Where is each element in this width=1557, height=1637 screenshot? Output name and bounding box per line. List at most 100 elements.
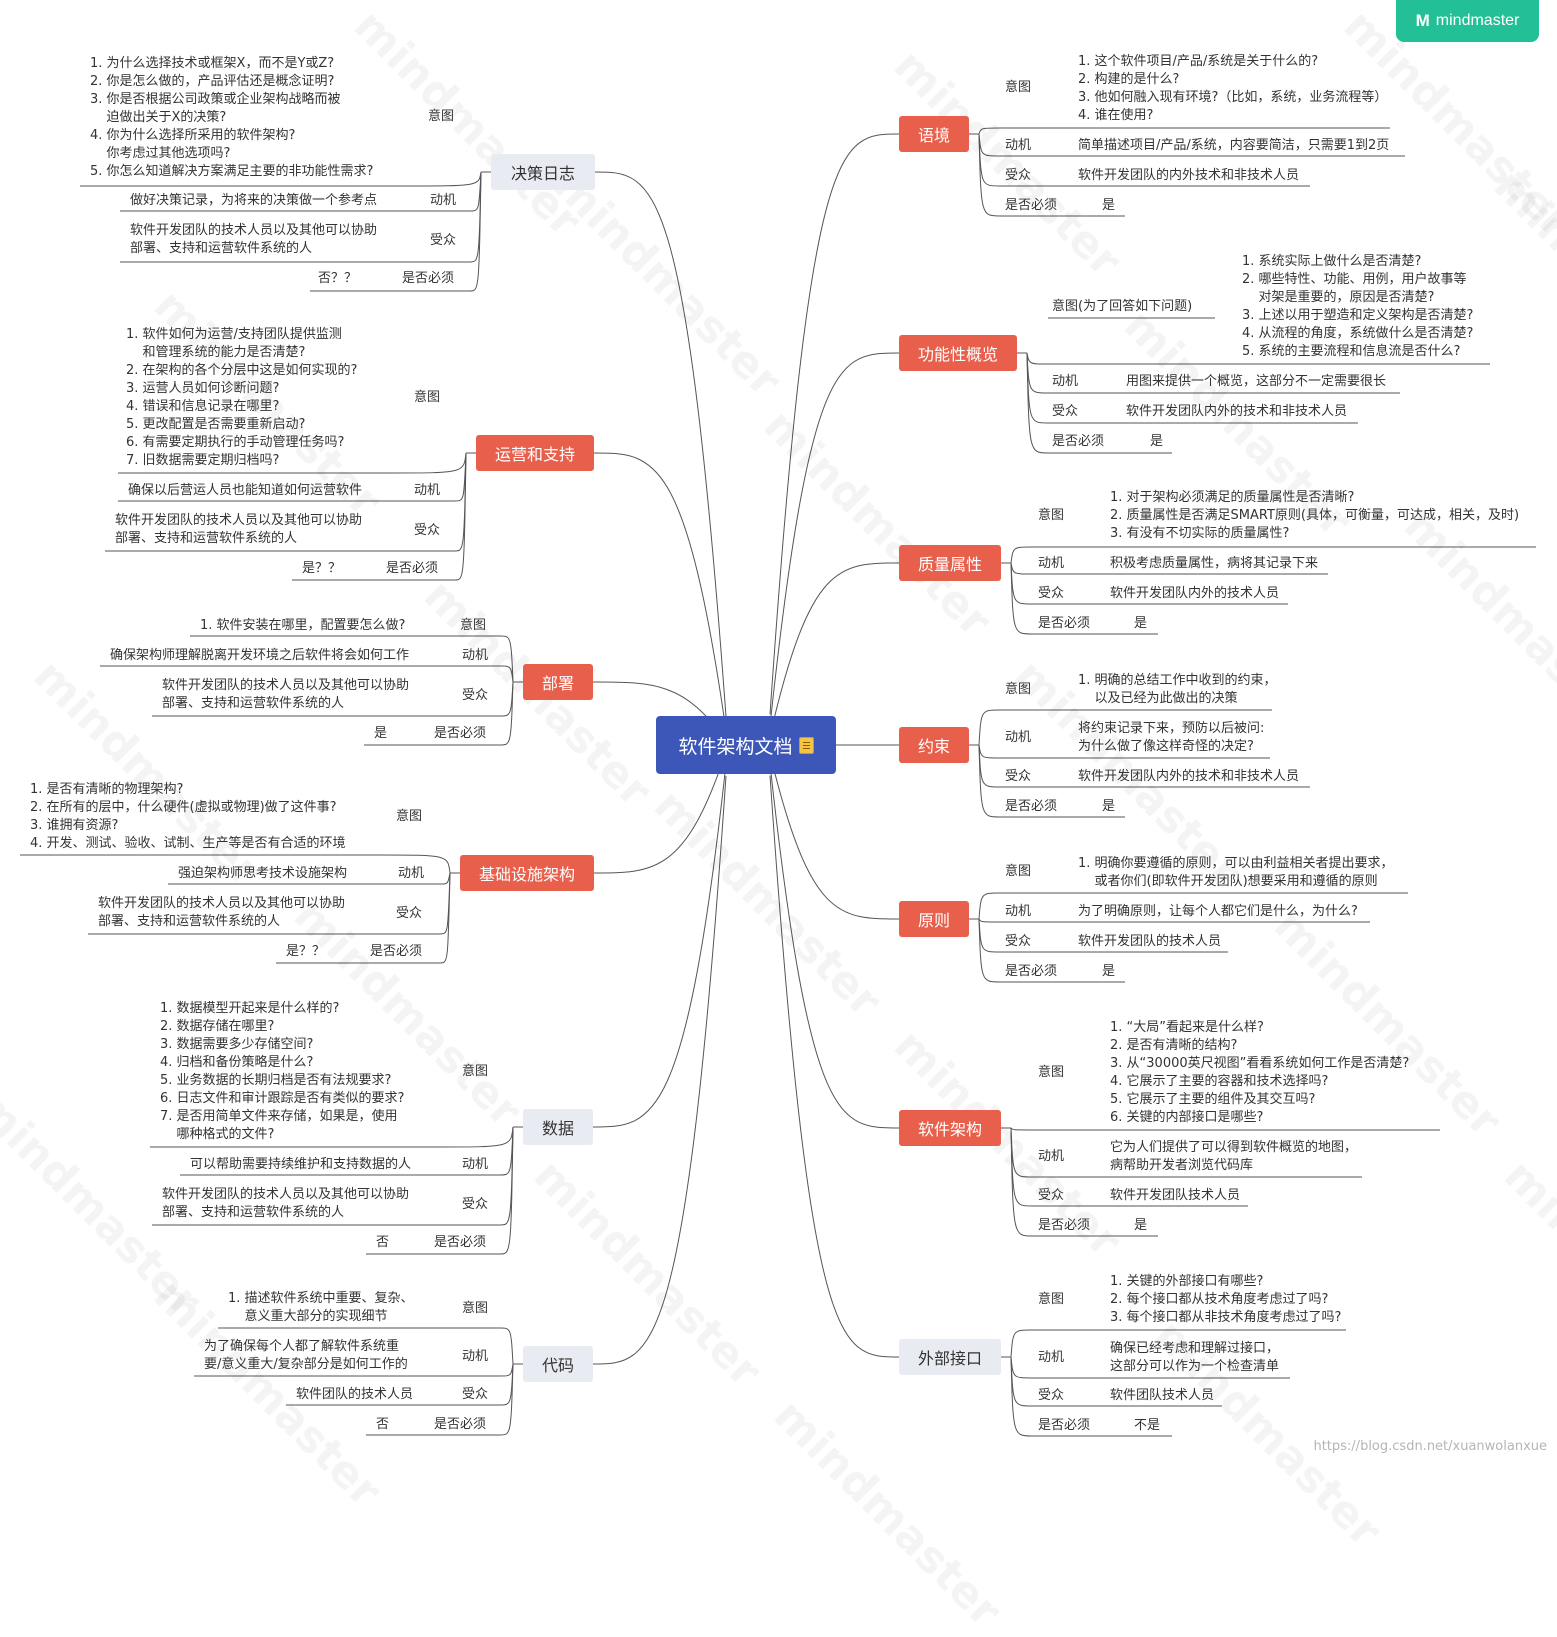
deployment-audience-label: 受众 [462,688,489,703]
context-motive-text: 简单描述项目/产品/系统，内容要简洁，只需要1到2页 [1078,138,1390,153]
topic-constraints[interactable]: 约束 [899,727,969,763]
external-required-text: 不是 [1134,1418,1161,1433]
constraints-audience-text: 软件开发团队内外的技术和非技术人员 [1078,769,1300,784]
functional-intent-label: 意图(为了回答如下问题) [1052,299,1193,314]
data-audience-text: 软件开发团队的技术人员以及其他可以协助 部署、支持和运营软件系统的人 [162,1187,410,1220]
topic-operations[interactable]: 运营和支持 [476,435,594,471]
constraints-intent-label: 意图 [1005,682,1032,697]
quality-required-text: 是 [1134,616,1148,631]
topic-quality[interactable]: 质量属性 [899,545,1001,581]
architecture-intent-label: 意图 [1038,1065,1065,1080]
deployment-audience-text: 软件开发团队的技术人员以及其他可以协助 部署、支持和运营软件系统的人 [162,678,410,711]
topic-data[interactable]: 数据 [523,1109,593,1145]
context-intent-text: 1. 这个软件项目/产品/系统是关于什么的? 2. 构建的是什么? 3. 他如何… [1078,54,1388,123]
code-motive-label: 动机 [462,1349,489,1364]
infrastructure-required-label: 是否必须 [370,944,423,959]
topic-context[interactable]: 语境 [899,116,969,152]
functional-motive-text: 用图来提供一个概览，这部分不一定需要很长 [1126,374,1387,389]
central-topic[interactable]: 软件架构文档 [656,716,836,774]
quality-motive-text: 积极考虑质量属性，病将其记录下来 [1110,556,1319,571]
code-audience-text: 软件团队的技术人员 [296,1387,414,1402]
principles-motive-text: 为了明确原则，让每个人都它们是什么，为什么? [1078,904,1358,919]
decision-log-motive-text: 做好决策记录，为将来的决策做一个参考点 [130,193,378,208]
quality-audience-text: 软件开发团队内外的技术人员 [1110,586,1280,601]
code-audience-label: 受众 [462,1387,489,1402]
topic-infrastructure[interactable]: 基础设施架构 [460,855,594,891]
topic-code[interactable]: 代码 [523,1346,593,1382]
infrastructure-intent-label: 意图 [396,809,423,824]
topic-decision-log[interactable]: 决策日志 [491,154,595,190]
functional-intent-text: 1. 系统实际上做什么是否清楚? 2. 哪些特性、功能、用例，用户故事等 对架是… [1242,254,1474,359]
principles-required-text: 是 [1102,964,1116,979]
context-required-label: 是否必须 [1005,198,1058,213]
code-intent-text: 1. 描述软件系统中重要、复杂、 意义重大部分的实现细节 [228,1291,414,1324]
quality-intent-text: 1. 对于架构必须满足的质量属性是否清晰? 2. 质量属性是否满足SMART原则… [1110,490,1520,541]
infrastructure-intent-text: 1. 是否有清晰的物理架构? 2. 在所有的层中，什么硬件(虚拟或物理)做了这件… [30,782,346,851]
infrastructure-audience-label: 受众 [396,906,423,921]
deployment-required-label: 是否必须 [434,726,487,741]
architecture-motive-label: 动机 [1038,1149,1065,1164]
infrastructure-motive-text: 强迫架构师思考技术设施架构 [178,866,348,881]
decision-log-required-label: 是否必须 [402,271,455,286]
functional-motive-label: 动机 [1052,374,1079,389]
context-required-text: 是 [1102,198,1116,213]
infrastructure-required-text: 是？？ [286,944,326,959]
external-intent-text: 1. 关键的外部接口有哪些? 2. 每个接口都从技术角度考虑过了吗? 3. 每个… [1110,1274,1342,1325]
data-motive-label: 动机 [462,1157,489,1172]
decision-log-intent-label: 意图 [428,109,455,124]
operations-motive-text: 确保以后营运人员也能知道如何运营软件 [128,483,363,498]
mindmaster-logo-icon: M [1415,11,1430,30]
deployment-intent-label: 意图 [460,618,487,633]
infrastructure-audience-text: 软件开发团队的技术人员以及其他可以协助 部署、支持和运营软件系统的人 [98,896,346,929]
mindmaster-logo[interactable]: M mindmaster [1396,0,1539,42]
constraints-required-text: 是 [1102,799,1116,814]
architecture-intent-text: 1. “大局”看起来是什么样? 2. 是否有清晰的结构? 3. 从“30000英… [1110,1020,1410,1125]
context-audience-label: 受众 [1005,168,1032,183]
decision-log-audience-label: 受众 [430,233,457,248]
functional-required-text: 是 [1150,434,1164,449]
decision-log-motive-label: 动机 [430,193,457,208]
central-topic-title: 软件架构文档 [678,735,793,758]
deployment-required-text: 是 [374,726,388,741]
data-audience-label: 受众 [462,1197,489,1212]
architecture-audience-label: 受众 [1038,1188,1065,1203]
architecture-motive-text: 它为人们提供了可以得到软件概览的地图， 病帮助开发者浏览代码库 [1110,1140,1358,1173]
context-intent-label: 意图 [1005,80,1032,95]
quality-required-label: 是否必须 [1038,616,1091,631]
principles-audience-text: 软件开发团队的技术人员 [1078,934,1222,949]
topic-principles[interactable]: 原则 [899,901,969,937]
topic-deployment[interactable]: 部署 [523,664,593,700]
topic-external[interactable]: 外部接口 [899,1339,1001,1375]
external-motive-label: 动机 [1038,1350,1065,1365]
context-motive-label: 动机 [1005,138,1032,153]
deployment-intent-text: 1. 软件安装在哪里，配置要怎么做? [200,618,406,633]
external-audience-label: 受众 [1038,1388,1065,1403]
operations-required-text: 是？？ [302,561,342,576]
data-required-label: 是否必须 [434,1235,487,1250]
architecture-audience-text: 软件开发团队技术人员 [1110,1188,1241,1203]
code-intent-label: 意图 [462,1301,489,1316]
constraints-audience-label: 受众 [1005,769,1032,784]
deployment-motive-label: 动机 [462,648,489,663]
code-motive-text: 为了确保每个人都了解软件系统重 要/意义重大/复杂部分是如何工作的 [204,1339,408,1372]
principles-motive-label: 动机 [1005,904,1032,919]
topic-architecture[interactable]: 软件架构 [899,1110,1001,1146]
decision-log-audience-text: 软件开发团队的技术人员以及其他可以协助 部署、支持和运营软件系统的人 [130,223,378,256]
code-required-text: 否 [376,1417,390,1432]
principles-intent-label: 意图 [1005,864,1032,879]
mindmap-connectors [20,127,1536,1437]
note-icon[interactable] [798,736,814,754]
source-credit: https://blog.csdn.net/xuanwolanxue [1313,1439,1547,1454]
topic-functional[interactable]: 功能性概览 [899,335,1017,371]
functional-audience-text: 软件开发团队内外的技术和非技术人员 [1126,404,1348,419]
context-audience-text: 软件开发团队的内外技术和非技术人员 [1078,168,1300,183]
deployment-motive-text: 确保架构师理解脱离开发环境之后软件将会如何工作 [110,648,410,663]
operations-intent-text: 1. 软件如何为运营/支持团队提供监测 和管理系统的能力是否清楚? 2. 在架构… [126,327,358,468]
principles-audience-label: 受众 [1005,934,1032,949]
external-audience-text: 软件团队技术人员 [1110,1388,1215,1403]
constraints-motive-label: 动机 [1005,730,1032,745]
operations-required-label: 是否必须 [386,561,439,576]
operations-audience-label: 受众 [414,523,441,538]
architecture-required-text: 是 [1134,1218,1148,1233]
principles-required-label: 是否必须 [1005,964,1058,979]
